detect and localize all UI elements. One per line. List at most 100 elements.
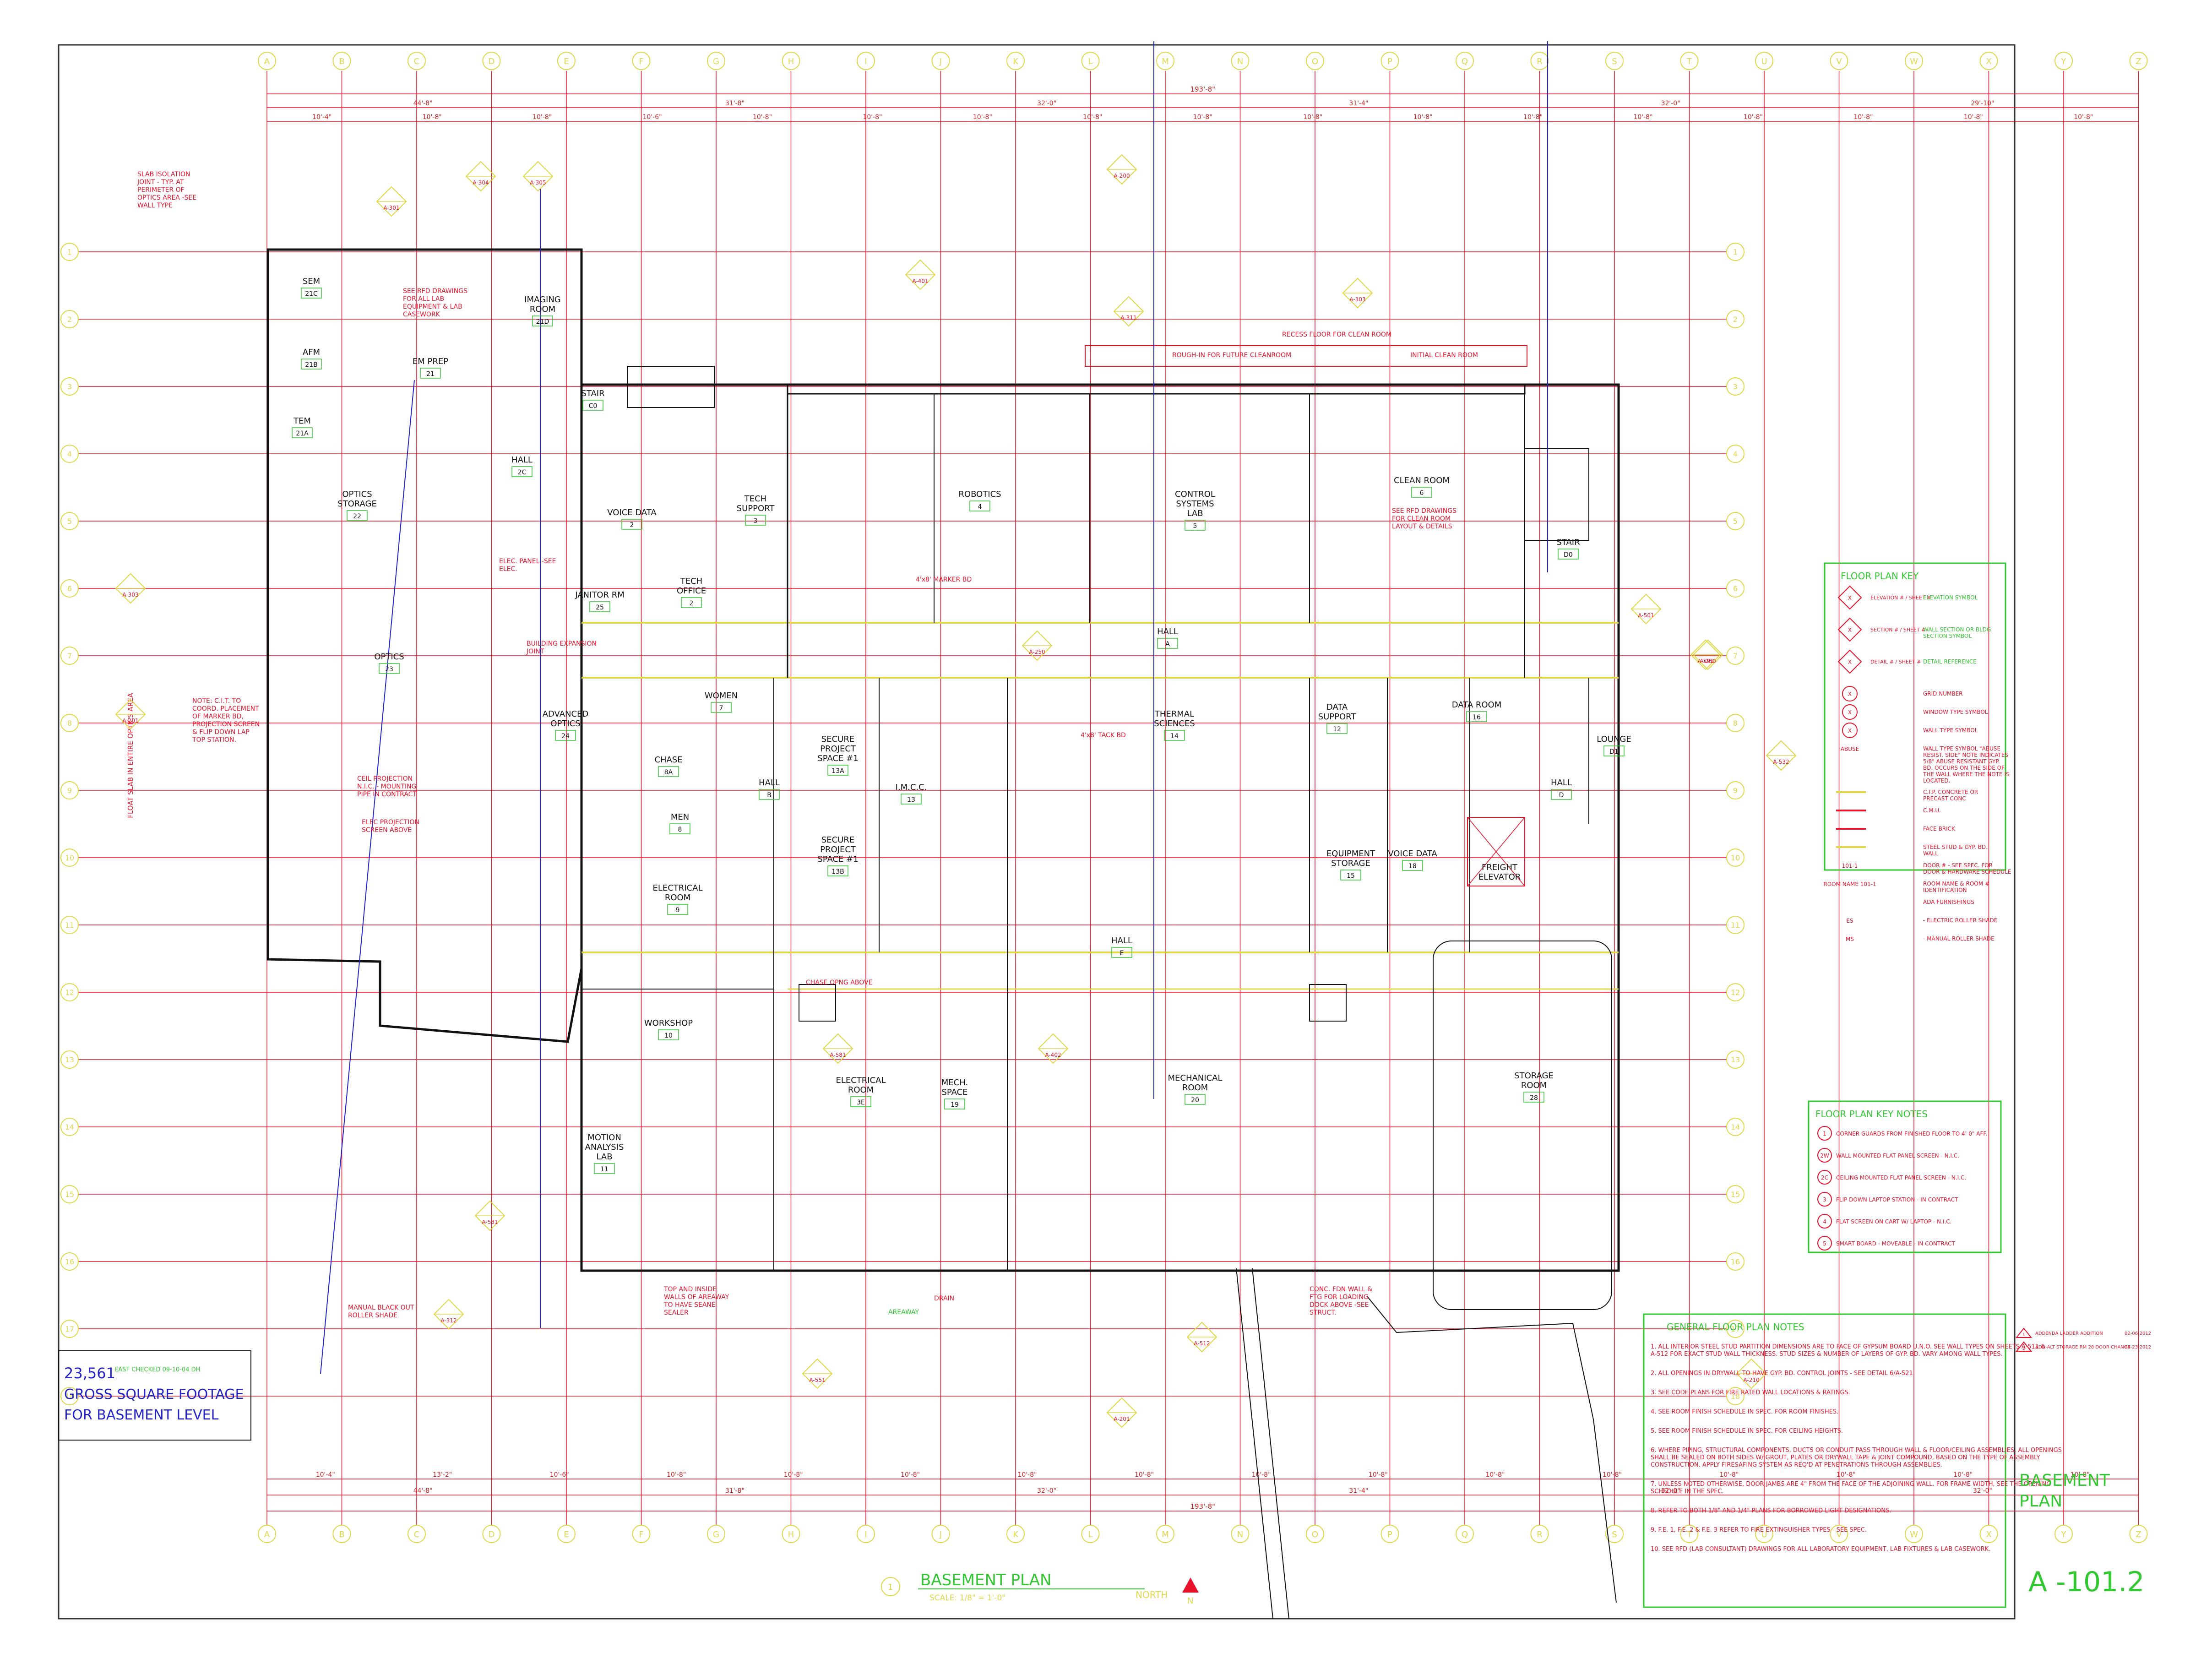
grid-bubble-right-12 bbox=[1726, 983, 1745, 1001]
north-label: NORTH bbox=[1136, 1589, 1168, 1600]
grid-bubble-left-3 bbox=[60, 377, 79, 396]
grid-bubble-top-R bbox=[1530, 52, 1549, 70]
grid-bubble-top-K bbox=[1006, 52, 1025, 70]
grid-label-right-1: 1 bbox=[1733, 248, 1738, 256]
room-name: OPTICS bbox=[374, 652, 404, 662]
blue-line-1 bbox=[320, 380, 415, 1374]
room-number-box bbox=[532, 315, 553, 326]
dim-bottom-row1-6: 10'-8" bbox=[1018, 1471, 1037, 1479]
grid-bubble-top-V bbox=[1830, 52, 1848, 70]
key-note-num: 2W bbox=[1820, 1153, 1829, 1159]
dim-top-row3-15: 10'-8" bbox=[1964, 114, 1983, 121]
grid-label-right-4: 4 bbox=[1733, 450, 1738, 458]
room-number: 3E bbox=[857, 1099, 865, 1106]
key-note-num: 1 bbox=[1823, 1131, 1826, 1137]
room-number-box bbox=[1402, 860, 1423, 871]
key-symbol: ES bbox=[1846, 918, 1853, 924]
grid-bubble-bottom-T bbox=[1680, 1525, 1699, 1543]
room-number: A bbox=[1165, 641, 1170, 648]
grid-bubble-top-Z bbox=[2129, 52, 2148, 70]
sheet-name-line1: BASEMENT bbox=[2019, 1471, 2110, 1490]
grid-label-bottom-I: I bbox=[864, 1530, 867, 1539]
room-name: EM PREP bbox=[413, 357, 448, 366]
room-name: ROBOTICS bbox=[958, 489, 1001, 499]
ref-marker-3: A-301 bbox=[376, 186, 407, 217]
ref-marker-11: A-402 bbox=[1038, 1033, 1069, 1064]
grid-label-bottom-D: D bbox=[489, 1530, 495, 1539]
ref-marker-14: A-312 bbox=[433, 1299, 464, 1330]
room-name: CLEAN ROOM bbox=[1394, 476, 1450, 485]
ref-sheet: A-250 bbox=[1700, 658, 1716, 664]
grid-bubble-bottom-H bbox=[782, 1525, 800, 1543]
grid-bubble-bottom-D bbox=[482, 1525, 501, 1543]
loading-dock-retaining-wall bbox=[1366, 1295, 1617, 1603]
dim-top-row3-5: 10'-8" bbox=[863, 114, 882, 121]
general-note-9: 9. F.E. 1, F.E. 2 & F.E. 3 REFER TO FIRE… bbox=[1651, 1527, 1867, 1533]
ref-sheet: A-532 bbox=[1773, 759, 1789, 765]
grid-label-bottom-J: J bbox=[939, 1530, 942, 1539]
room-number: 14 bbox=[1170, 733, 1179, 740]
room-number-box bbox=[658, 1029, 679, 1040]
grid-bubble-right-4 bbox=[1726, 445, 1745, 463]
grid-bubble-bottom-R bbox=[1530, 1525, 1549, 1543]
ref-marker-15: A-250 bbox=[1022, 630, 1053, 661]
room-name: HALL bbox=[1157, 627, 1178, 636]
grid-label-right-7: 7 bbox=[1733, 652, 1738, 660]
grid-label-top-E: E bbox=[564, 57, 569, 66]
grid-label-top-M: M bbox=[1162, 57, 1169, 66]
grid-label-left-18: 18 bbox=[65, 1392, 74, 1401]
key-note-text: CORNER GUARDS FROM FINISHED FLOOR TO 4'-… bbox=[1836, 1131, 1987, 1137]
ref-sheet: A-304 bbox=[473, 179, 489, 186]
grid-label-bottom-Q: Q bbox=[1462, 1530, 1468, 1539]
ref-sheet: A-303 bbox=[122, 592, 138, 598]
grid-label-right-5: 5 bbox=[1733, 517, 1738, 526]
ref-sheet: A-301 bbox=[383, 205, 399, 211]
dim-bottom-row1-1: 13'-2" bbox=[433, 1471, 452, 1479]
room-number: 2 bbox=[690, 600, 694, 607]
area-label-line1: GROSS SQUARE FOOTAGE bbox=[64, 1387, 244, 1403]
key-note-text: CEILING MOUNTED FLAT PANEL SCREEN - N.I.… bbox=[1836, 1174, 1966, 1181]
general-note-5: 5. SEE ROOM FINISH SCHEDULE IN SPEC. FOR… bbox=[1651, 1428, 1843, 1435]
dim-bottom-row2-2: 32'-0" bbox=[1037, 1487, 1056, 1495]
dim-bottom-overall: 193'-8" bbox=[1190, 1502, 1215, 1511]
room-name: TEM bbox=[293, 416, 311, 426]
general-floor-plan-notes: GENERAL FLOOR PLAN NOTES 1. ALL INTERIOR… bbox=[1643, 1313, 2062, 1608]
grid-bubble-top-C bbox=[408, 52, 426, 70]
ref-sheet: A-312 bbox=[440, 1317, 457, 1324]
ref-sheet: A-201 bbox=[1114, 1416, 1130, 1422]
revision-date: 04-23-2012 bbox=[2125, 1345, 2151, 1350]
grid-label-bottom-F: F bbox=[639, 1530, 643, 1539]
grid-label-top-O: O bbox=[1312, 57, 1318, 66]
room-number-box bbox=[827, 765, 848, 776]
room-number: 23 bbox=[385, 666, 393, 673]
grid-bubble-top-Q bbox=[1456, 52, 1474, 70]
grid-label-bottom-H: H bbox=[788, 1530, 794, 1539]
room-17: OPTICS 23 bbox=[374, 652, 404, 674]
ref-sheet: A-501 bbox=[1638, 612, 1654, 619]
room-number: D0 bbox=[1564, 551, 1573, 559]
room-number-box bbox=[969, 500, 990, 511]
grid-label-top-P: P bbox=[1387, 57, 1392, 66]
grid-bubble-top-J bbox=[931, 52, 950, 70]
key-label: WINDOW TYPE SYMBOL bbox=[1923, 709, 1988, 715]
